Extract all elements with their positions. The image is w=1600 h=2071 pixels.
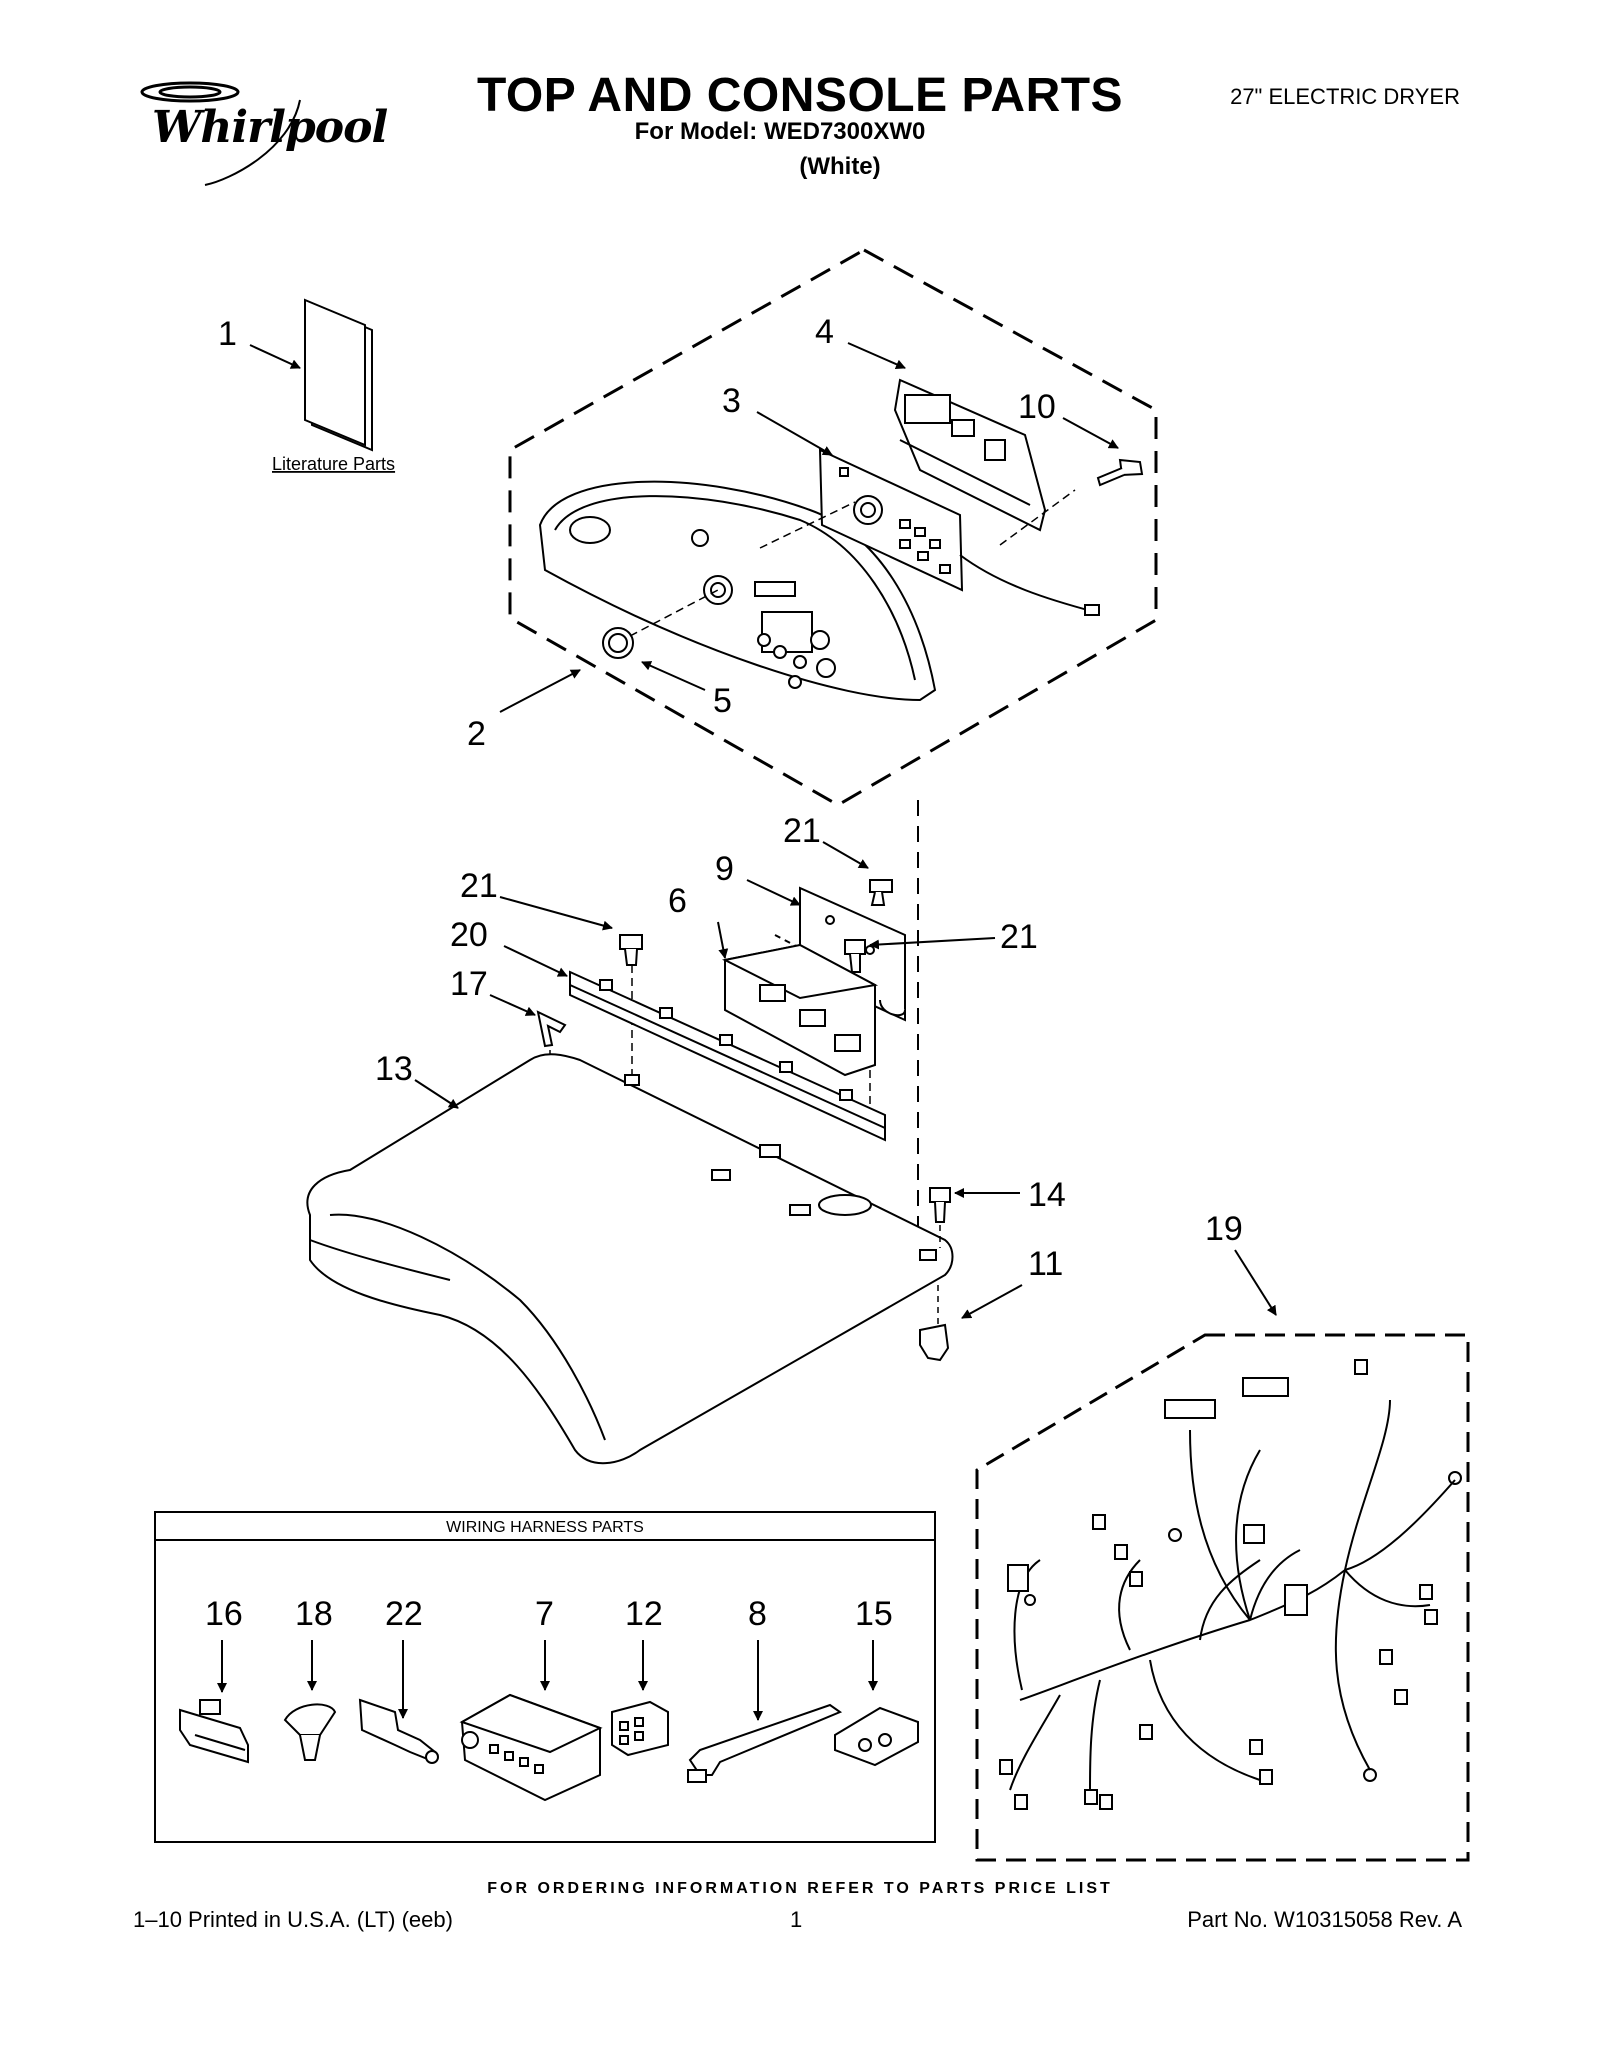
callout-21-upper: 21: [783, 812, 821, 850]
callout-22: 22: [385, 1595, 423, 1633]
callout-11: 11: [1028, 1245, 1063, 1283]
wiring-box-title: WIRING HARNESS PARTS: [446, 1519, 644, 1536]
callout-2: 2: [467, 715, 486, 753]
hinge-bracket-17: [536, 1010, 567, 1048]
screw-14: [929, 1187, 951, 1223]
callout-5: 5: [713, 682, 732, 720]
logo-swoosh-icon: [140, 81, 301, 186]
callout-6: 6: [668, 882, 687, 920]
ordering-note: FOR ORDERING INFORMATION REFER TO PARTS …: [487, 1880, 1113, 1897]
callout-14: 14: [1028, 1176, 1066, 1214]
callout-20: 20: [450, 916, 488, 954]
console-trim-rail: [569, 970, 886, 1142]
screw-21-upper: [869, 879, 893, 906]
connector-15: [834, 1706, 919, 1767]
callout-leaders: [414, 342, 1277, 1319]
callout-13: 13: [375, 1050, 413, 1088]
connector-12: [611, 1700, 669, 1757]
callout-21-right: 21: [1000, 918, 1038, 956]
page-number: 1: [790, 1907, 803, 1932]
dryer-top-panel: [306, 1053, 954, 1465]
product-type: 27" ELECTRIC DRYER: [1230, 84, 1460, 109]
wiring-parts-leaders: [217, 1640, 878, 1721]
callout-7: 7: [535, 1595, 554, 1633]
part-number: Part No. W10315058 Rev. A: [1187, 1907, 1462, 1932]
wiring-harness-parts-box: WIRING HARNESS PARTS: [154, 1511, 936, 1843]
callout-18: 18: [295, 1595, 333, 1633]
callout-3: 3: [722, 382, 741, 420]
callout-10: 10: [1018, 388, 1056, 426]
dryer-control-module: [721, 943, 879, 1077]
screw-21-left: [619, 934, 643, 966]
callout-4: 4: [815, 313, 834, 351]
wiring-harness-outline: [975, 1333, 1470, 1862]
ui-housing: [893, 378, 1047, 532]
print-info: 1–10 Printed in U.S.A. (LT) (eeb): [133, 1907, 453, 1932]
cable-tie-8: [687, 1703, 843, 1783]
clip-11: [919, 1323, 950, 1362]
callout-19: 19: [1205, 1210, 1243, 1248]
literature-parts-label: Literature Parts: [272, 454, 395, 474]
terminal-22: [358, 1698, 439, 1764]
page-title: TOP AND CONSOLE PARTS: [476, 69, 1124, 122]
control-board: [818, 448, 964, 592]
screw-21-right: [844, 939, 866, 973]
callout-16: 16: [205, 1595, 243, 1633]
connector-16: [179, 1699, 249, 1764]
connector-block-7: [459, 1693, 603, 1802]
screw-10: [1096, 458, 1144, 487]
callout-15: 15: [855, 1595, 893, 1633]
callout-21-left: 21: [460, 867, 498, 905]
model-number: For Model: WED7300XW0: [634, 118, 926, 145]
literature-booklet-icon: [304, 298, 373, 452]
callout-12: 12: [625, 1595, 663, 1633]
callout-9: 9: [715, 850, 734, 888]
terminal-clip-18: [283, 1703, 337, 1761]
callout-1: 1: [218, 315, 237, 353]
callout-8: 8: [748, 1595, 767, 1633]
control-knob: [602, 627, 634, 659]
console-panel: [538, 480, 937, 702]
callout-17: 17: [450, 965, 488, 1003]
wiring-harness: [999, 1359, 1462, 1810]
model-color: (White): [799, 153, 881, 180]
whirlpool-logo: Whirlpool: [152, 102, 388, 153]
